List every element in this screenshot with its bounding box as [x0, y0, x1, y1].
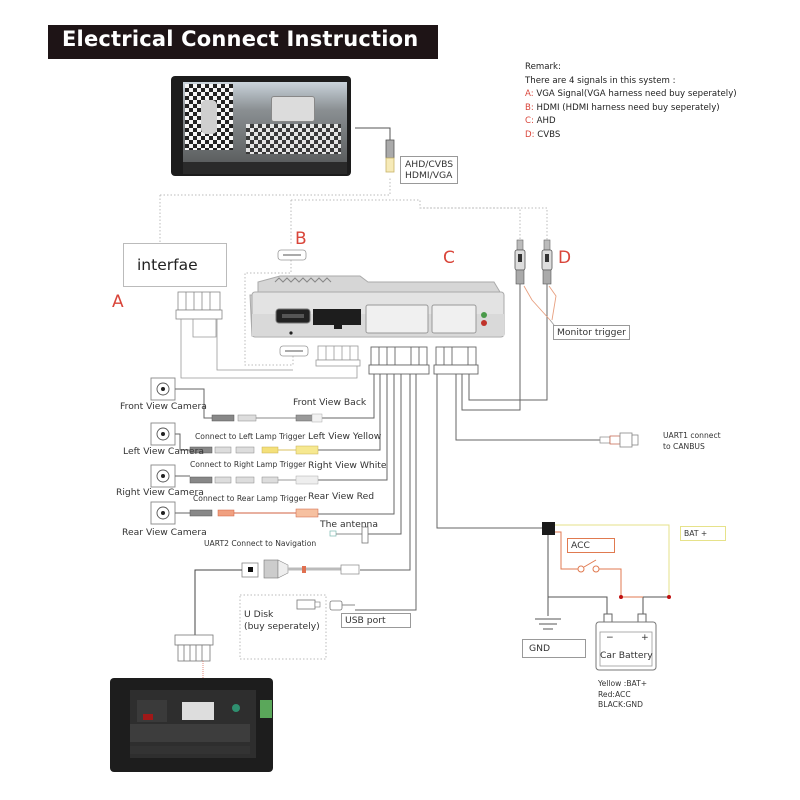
monitor-display	[171, 76, 351, 176]
rear-camera-label: Rear View Camera	[122, 527, 207, 538]
signal-letter-b: B	[295, 229, 307, 249]
battery-plus: +	[641, 632, 649, 643]
front-camera-label: Front View Camera	[120, 401, 207, 412]
vga-connector-icon	[175, 291, 223, 320]
fuse-junction-icon	[542, 522, 555, 535]
monitor-cable	[355, 127, 391, 140]
left-camera-plug-label: Left View Yellow	[308, 431, 382, 442]
antenna-connector-icon	[329, 530, 337, 537]
camera-harness-port	[365, 304, 429, 334]
signal-letter-c: C	[443, 248, 455, 268]
car-3d-view	[271, 96, 315, 122]
signal-dotted-lines	[159, 178, 548, 366]
monitor-socket-icon	[385, 157, 395, 173]
checkerboard-ground	[246, 124, 341, 154]
right-camera-cable	[189, 475, 319, 485]
car-battery-icon	[595, 621, 657, 671]
remark-intro: There are 4 signals in this system :	[525, 75, 676, 86]
uart2-connector-icon	[241, 559, 360, 579]
wire-color-legend: Yellow :BAT+ Red:ACC BLACK:GND	[598, 679, 648, 709]
udisk-icon	[296, 599, 316, 610]
battery-minus: −	[606, 632, 614, 643]
power-harness-port	[431, 304, 477, 334]
bat-plus-label: BAT +	[680, 526, 726, 541]
left-camera-cable	[189, 445, 319, 455]
left-camera-label: Left View Camera	[123, 446, 204, 457]
car-top-view	[201, 100, 217, 134]
camera-harness-plug-icon	[368, 346, 430, 375]
rear-lamp-trigger-label: Connect to Rear Lamp Trigger	[193, 494, 307, 503]
vga-connector-bottom-icon	[315, 345, 361, 367]
monitor-plug-icon	[385, 139, 395, 159]
power-circuit	[535, 522, 671, 671]
main-control-box	[249, 275, 505, 338]
monitor-input-label: AHD/CVBS HDMI/VGA	[400, 156, 459, 184]
antenna-label: The antenna	[320, 519, 378, 530]
right-camera-label: Right View Camera	[116, 487, 204, 498]
front-camera-plug-label: Front View Back	[293, 397, 367, 408]
remark-block: Remark: There are 4 signals in this syst…	[525, 61, 737, 143]
rca-plug-left-icon	[514, 239, 526, 285]
uart2-label: UART2 Connect to Navigation	[204, 539, 317, 548]
headunit-harness-icon	[174, 634, 214, 662]
uart1-connector-icon	[599, 432, 639, 448]
remark-signal-a: A: VGA Signal(VGA harness need buy seper…	[525, 89, 737, 100]
status-led-green	[481, 312, 487, 318]
status-led-red	[481, 320, 487, 326]
car-battery-label: Car Battery	[600, 650, 653, 661]
signal-letter-a: A	[112, 292, 124, 312]
antenna-plug-icon	[361, 526, 369, 544]
rear-camera-plug-label: Rear View Red	[308, 491, 375, 502]
left-lamp-trigger-label: Connect to Left Lamp Trigger	[195, 432, 306, 441]
power-harness-plug-icon	[433, 346, 479, 375]
headunit-back-panel	[110, 678, 273, 772]
udisk-area	[239, 594, 327, 660]
signal-letter-d: D	[558, 248, 572, 268]
rear-camera-cable	[189, 508, 319, 518]
monitor-menu-bar	[183, 162, 347, 174]
acc-label: ACC	[567, 538, 615, 553]
monitor-trigger-label: Monitor trigger	[553, 325, 630, 340]
interface-box: interfae	[123, 243, 227, 287]
camera-wires	[318, 374, 548, 611]
page-title: Electrical Connect Instruction	[62, 27, 419, 51]
gnd-label: GND	[522, 639, 586, 658]
remark-signal-c: C: AHD	[525, 116, 556, 127]
usb-port-label: USB port	[341, 613, 411, 628]
remark-signal-b: B: HDMI (HDMI harness need buy seperatel…	[525, 102, 720, 113]
remark-heading: Remark:	[525, 62, 561, 72]
uart-port-icon	[313, 309, 361, 325]
usb-plug-icon	[329, 600, 343, 611]
power-wires	[455, 300, 600, 441]
right-camera-plug-label: Right View White	[308, 460, 387, 471]
udisk-label: U Disk (buy seperately)	[244, 609, 320, 632]
front-camera-cable	[211, 413, 323, 423]
right-lamp-trigger-label: Connect to Right Lamp Trigger	[190, 460, 306, 469]
uart1-label: UART1 connect to CANBUS	[663, 431, 721, 451]
rca-plug-right-icon	[541, 239, 553, 285]
title-bar	[48, 25, 438, 59]
interface-label: interfae	[137, 256, 198, 274]
remark-signal-d: D: CVBS	[525, 129, 561, 140]
ground-symbol-icon	[535, 618, 561, 630]
